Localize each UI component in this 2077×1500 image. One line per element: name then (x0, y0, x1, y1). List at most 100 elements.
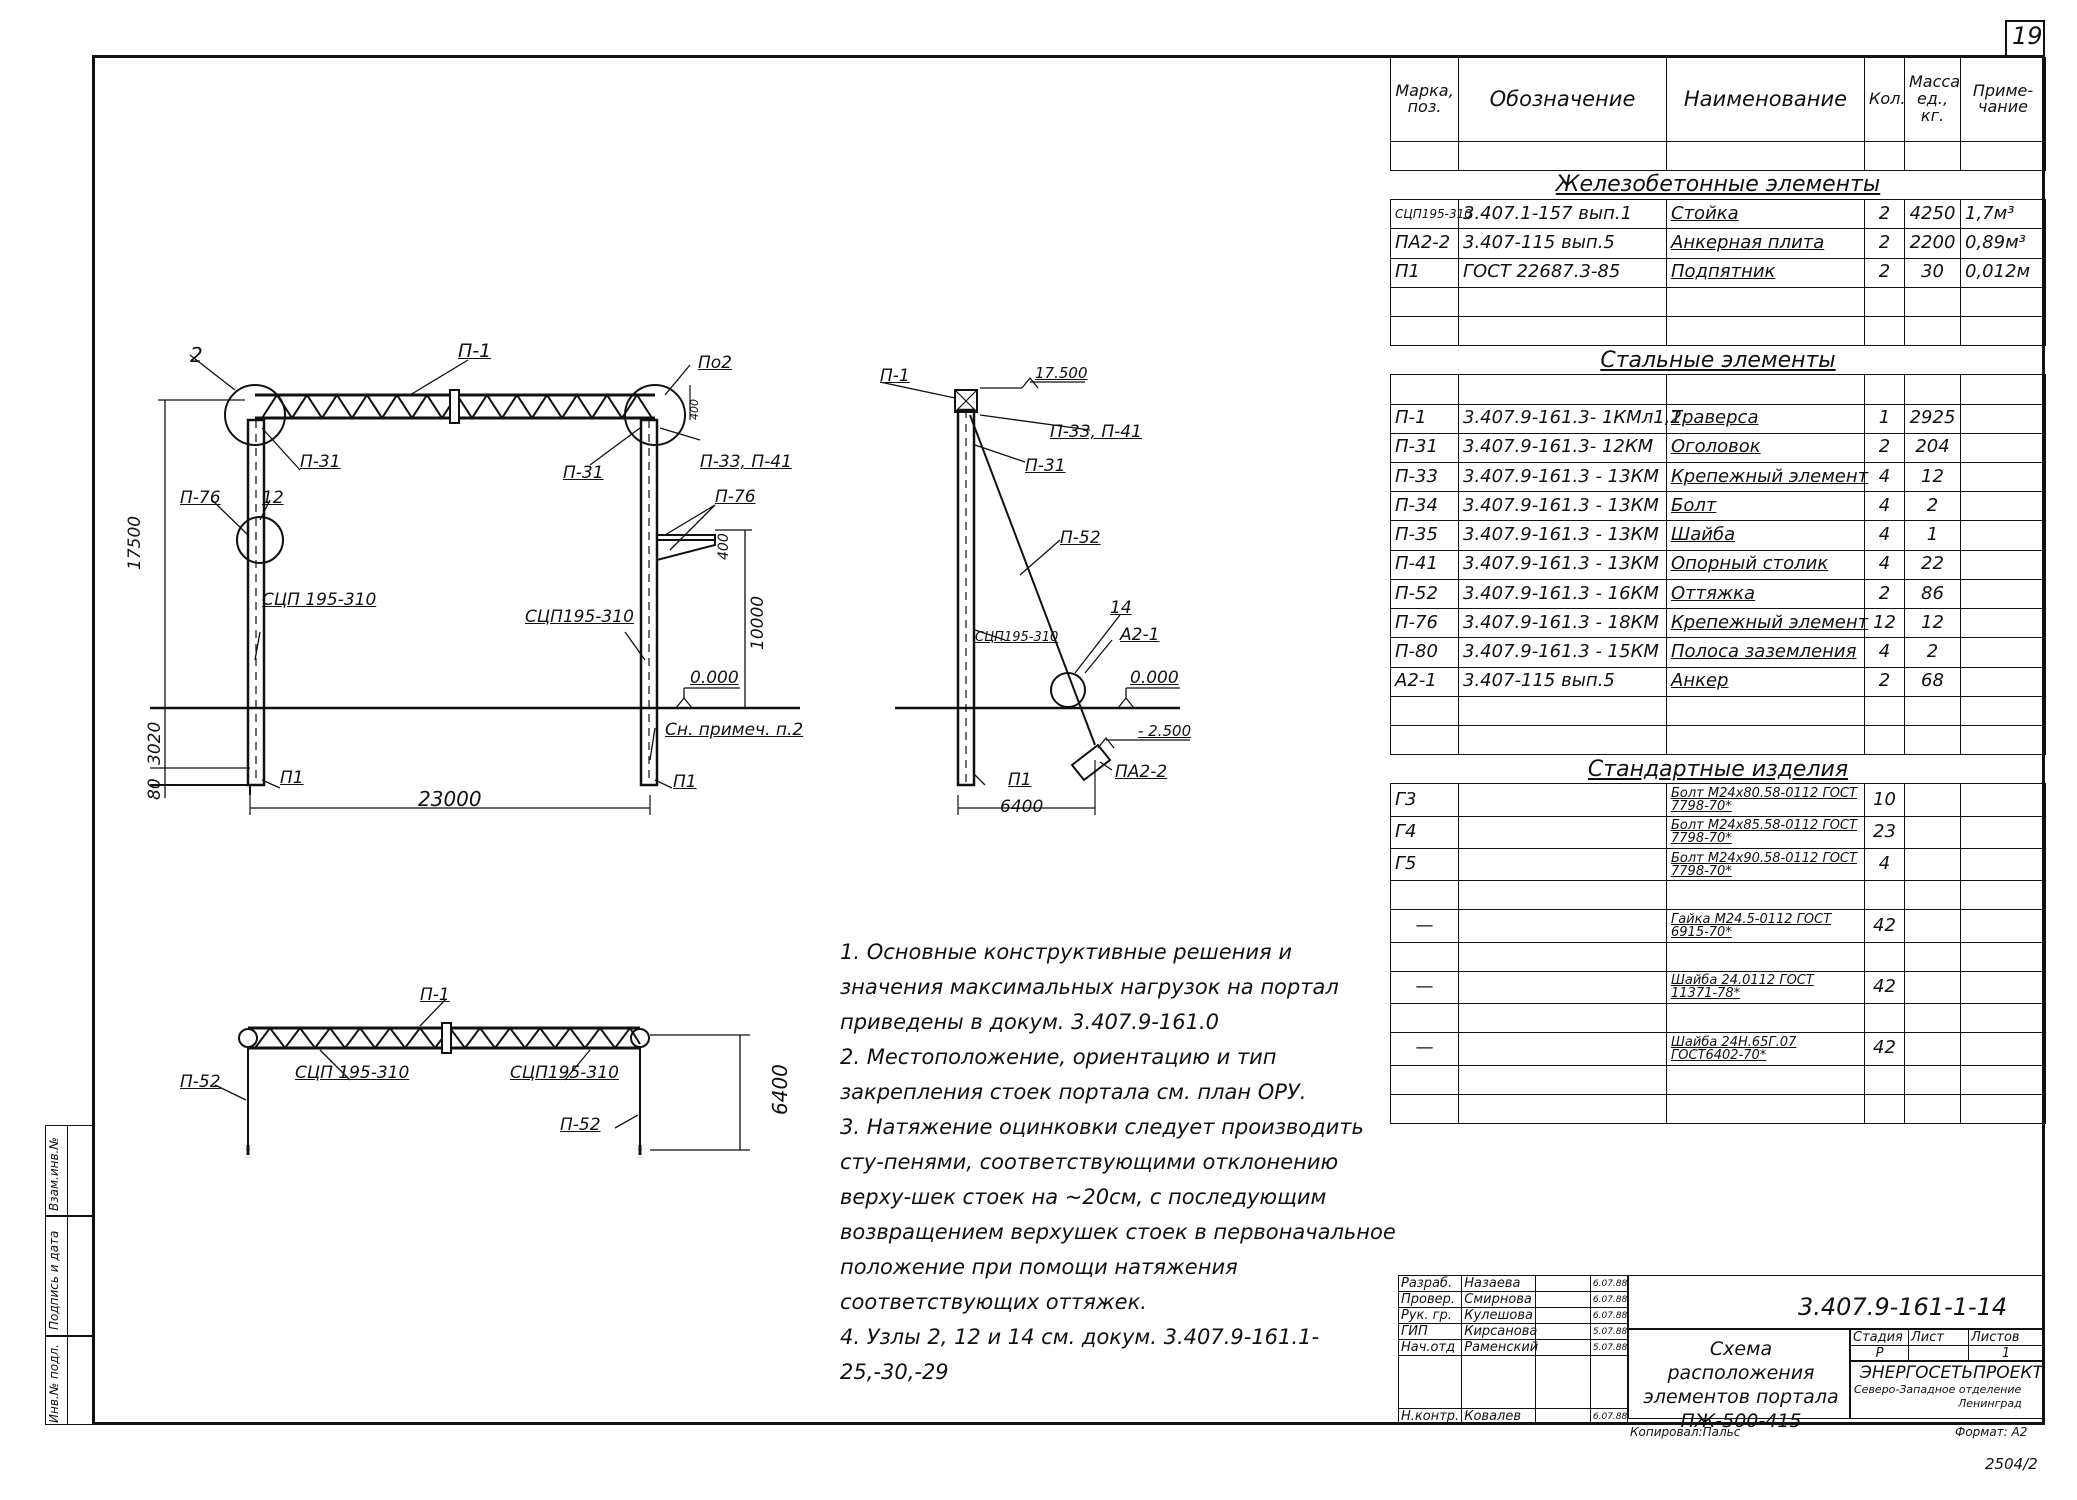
header-designation: Обозначение (1458, 57, 1667, 142)
table-row: СЦП195-310 3.407.1-157 вып.1 Стойка 2 42… (1390, 199, 2046, 230)
side-stamp: Инв.№ подл. Подпись и дата Взам.инв.№ (45, 1125, 93, 1425)
label-plan-scp-right: СЦП195-310 (510, 1063, 619, 1083)
truss-splice (449, 389, 460, 424)
label-plan-p52-left: П-52 (180, 1072, 221, 1092)
label-side-p31: П-31 (1025, 456, 1066, 476)
label-side-level-0: 0.000 (1130, 668, 1179, 688)
stamp-sign: Подпись и дата (47, 1230, 61, 1330)
header-note: Приме-чание (1960, 57, 2046, 142)
label-side-p33: П-33, П-41 (1050, 422, 1142, 442)
org-name: ЭНЕРГОСЕТЬПРОЕКТ (1860, 1363, 2043, 1383)
document-code: 3.407.9-161-1-14 (1798, 1293, 2008, 1321)
label-side-p1: П-1 (880, 366, 910, 386)
sheet-number-box (2005, 20, 2045, 57)
label-scp-right: СЦП195-310 (525, 607, 634, 627)
header-qty: Кол. (1864, 57, 1905, 142)
section-title-steel: Стальные элементы (1390, 345, 2046, 376)
sheet-number: 19 (2012, 22, 2043, 50)
label-plan-p52-right: П-52 (560, 1115, 601, 1135)
spec-header-row: Марка, поз. Обозначение Наименование Кол… (1390, 57, 2046, 142)
label-ground-note: Сн. примеч. п.2 (665, 720, 804, 740)
org-sub: Северо-Западное отделение (1854, 1383, 2022, 1396)
side-node-14-circle (1050, 672, 1086, 708)
table-row: —Шайба 24.0112 ГОСТ 11371-78*42 (1390, 970, 2046, 1005)
label-side-node-14: 14 (1110, 598, 1132, 618)
label-dim-17500: 17500 (125, 515, 145, 570)
label-p31-left: П-31 (300, 452, 341, 472)
section-title-concrete: Железобетонные элементы (1390, 169, 2046, 201)
copied-by: Копировал:Пальс (1630, 1425, 1741, 1439)
stamp-inv: Инв.№ подл. (47, 1344, 61, 1423)
label-node-12: 12 (262, 488, 284, 508)
label-dim-80: 80 (145, 778, 165, 800)
label-dim-400b: 400 (716, 533, 732, 560)
note-4: 4. Узлы 2, 12 и 14 см. докум. 3.407.9-16… (840, 1325, 1320, 1384)
label-side-p52: П-52 (1060, 528, 1101, 548)
node-2-circle (224, 384, 286, 446)
note-2: 2. Местоположение, ориентацию и тип закр… (840, 1045, 1307, 1104)
side-guy-wire (969, 414, 1096, 746)
title-cell (1628, 1329, 1850, 1419)
label-dim-3020: 3020 (145, 721, 165, 765)
label-p76-left: П-76 (180, 488, 221, 508)
label-side-dim-6400: 6400 (1000, 797, 1044, 817)
notes-block: 1. Основные конструктивные решения и зна… (840, 935, 1400, 1390)
label-scp-left: СЦП 195-310 (262, 590, 377, 610)
header-mass: Масса ед., кг. (1904, 57, 1961, 142)
org-city: Ленинград (1958, 1397, 2022, 1410)
label-node-2: 2 (190, 343, 203, 367)
bracket-p41 (656, 534, 716, 562)
label-pi-left: П1 (280, 768, 304, 788)
org-cell (1850, 1360, 2043, 1419)
node-2-right-circle (624, 384, 686, 446)
header-name: Наименование (1666, 57, 1865, 142)
specification-table: Марка, поз. Обозначение Наименование Кол… (1390, 57, 2046, 1125)
label-dim-400: 400 (688, 399, 701, 420)
label-plan-p1: П-1 (420, 985, 450, 1005)
bottom-code: 2504/2 (1985, 1455, 2038, 1473)
note-1: 1. Основные конструктивные решения и зна… (840, 940, 1339, 1034)
table-row: П1 ГОСТ 22687.3-85 Подпятник 2 30 0,012м (1390, 257, 2046, 288)
side-anchor-plate (1070, 743, 1112, 782)
label-side-scp: СЦП195-310 (975, 630, 1059, 645)
label-plan-dim-6400: 6400 (768, 1064, 792, 1115)
label-p1: П-1 (458, 340, 492, 362)
label-p76-right: П-76 (715, 487, 756, 507)
label-level-0: 0.000 (690, 668, 739, 688)
label-side-level-2500: - 2.500 (1138, 722, 1192, 740)
label-side-pi: П1 (1008, 770, 1032, 790)
section-title-standard: Стандартные изделия (1390, 754, 2046, 785)
label-p33-p41: П-33, П-41 (700, 452, 792, 472)
table-row: —Шайба 24Н.65Г.07 ГОСТ6402-70*42 (1390, 1032, 2046, 1066)
label-plan-scp-left: СЦП 195-310 (295, 1063, 410, 1083)
note-3: 3. Натяжение оцинковки следует производи… (840, 1115, 1396, 1314)
table-row: ПА2-2 3.407-115 вып.5 Анкерная плита 2 2… (1390, 228, 2046, 259)
side-head (954, 389, 978, 413)
node-12-circle (236, 516, 284, 564)
stamp-replace: Взам.инв.№ (47, 1137, 61, 1211)
header-mark: Марка, поз. (1390, 57, 1459, 142)
drawing-title: Схема расположения элементов портала ПЖ-… (1643, 1338, 1839, 1432)
paper-format: Формат: А2 (1955, 1425, 2028, 1439)
label-dim-10000: 10000 (748, 595, 768, 650)
table-row: —Гайка М24.5-0112 ГОСТ 6915-70*42 (1390, 909, 2046, 943)
